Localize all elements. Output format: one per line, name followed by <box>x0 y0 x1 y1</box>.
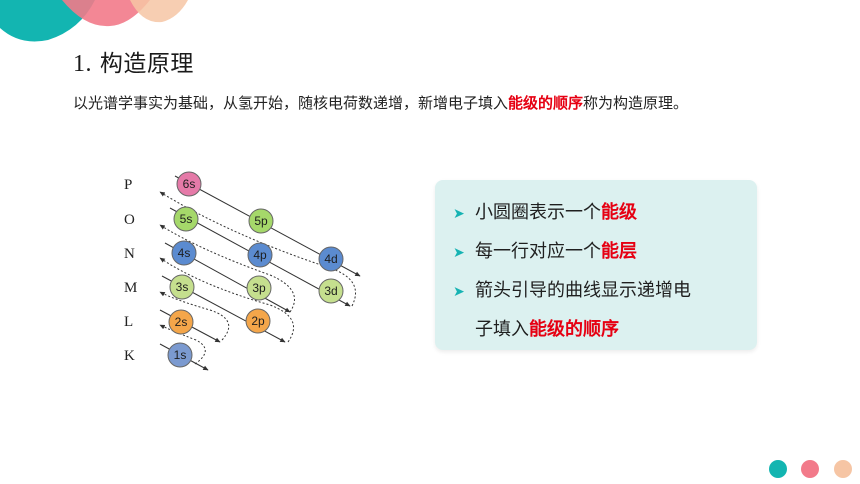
list-item: ➤ 每一行对应一个能层 <box>453 233 691 272</box>
note-highlight: 能级 <box>601 202 637 223</box>
svg-text:5p: 5p <box>254 214 268 228</box>
svg-text:1s: 1s <box>174 348 187 362</box>
svg-text:2s: 2s <box>175 315 188 329</box>
svg-text:3s: 3s <box>176 280 189 294</box>
orbital-6s: 6s <box>176 171 202 197</box>
explanation-list: ➤ 小圆圈表示一个能级 ➤ 每一行对应一个能层 ➤ 箭头引导的曲线显示递增电 子填入能… <box>453 194 691 349</box>
intro-highlight: 能级的顺序 <box>508 94 584 112</box>
corner-decoration <box>0 0 188 42</box>
list-item-continuation: 子填入能级的顺序 <box>453 311 691 349</box>
intro-text: 以光谱学事实为基础，从氢开始，随核电荷数递增，新增电子填入 <box>73 94 509 112</box>
shell-label-o: O <box>124 212 135 228</box>
orbital-5s: 5s <box>173 206 199 232</box>
orbital-1s: 1s <box>167 342 193 368</box>
section-title-text: 构造原理 <box>99 51 194 77</box>
note-text: 每一行对应一个 <box>475 241 601 262</box>
svg-text:4p: 4p <box>253 248 267 262</box>
orbital-2s: 2s <box>168 309 194 335</box>
section-number: 1. <box>73 51 92 77</box>
return-curve <box>159 291 230 341</box>
teal-dot <box>769 460 787 478</box>
svg-text:4s: 4s <box>178 246 191 260</box>
return-curve <box>159 324 206 365</box>
explanation-card: ➤ 小圆圈表示一个能级 ➤ 每一行对应一个能层 ➤ 箭头引导的曲线显示递增电 子填入能… <box>435 180 757 350</box>
shell-label-p: P <box>124 177 132 193</box>
svg-text:2p: 2p <box>251 314 265 328</box>
shell-label-k: K <box>124 348 135 364</box>
intro-paragraph: 以光谱学事实为基础，从氢开始，随核电荷数递增，新增电子填入能级的顺序称为构造原理… <box>73 92 688 113</box>
triangle-right-icon: ➤ <box>453 206 465 222</box>
list-item: ➤ 小圆圈表示一个能级 <box>453 194 691 233</box>
triangle-right-icon: ➤ <box>453 284 465 300</box>
svg-text:6s: 6s <box>183 177 196 191</box>
orbital-3p: 3p <box>246 275 272 301</box>
list-item: ➤ 箭头引导的曲线显示递增电 <box>453 272 691 311</box>
return-curve <box>159 257 294 343</box>
return-curve <box>159 224 295 313</box>
pink-dot <box>801 460 819 478</box>
svg-text:4d: 4d <box>324 252 337 266</box>
note-text: 小圆圈表示一个 <box>475 202 601 223</box>
note-highlight: 能层 <box>601 241 637 262</box>
triangle-right-icon: ➤ <box>453 245 465 261</box>
section-title: 1. 构造原理 <box>73 44 194 78</box>
note-highlight: 能级的顺序 <box>529 319 619 340</box>
svg-text:5s: 5s <box>180 212 193 226</box>
orbital-3d: 3d <box>318 278 344 304</box>
orbital-4p: 4p <box>247 242 273 268</box>
svg-text:3p: 3p <box>252 281 266 295</box>
shell-label-n: N <box>124 246 135 262</box>
orbital-4d: 4d <box>318 246 344 272</box>
orbital-3s: 3s <box>169 274 195 300</box>
svg-text:3d: 3d <box>324 284 337 298</box>
note-text: 箭头引导的曲线显示递增电 <box>475 280 691 301</box>
intro-text-end: 称为构造原理。 <box>583 94 689 112</box>
orbital-4s: 4s <box>171 240 197 266</box>
peach-dot <box>834 460 852 478</box>
peach-wave-shape <box>130 0 188 23</box>
orbital-2p: 2p <box>245 308 271 334</box>
pink-wave-shape <box>62 0 150 27</box>
teal-wave-shape <box>0 0 95 42</box>
shell-label-l: L <box>124 314 133 330</box>
orbital-5p: 5p <box>248 208 274 234</box>
note-text: 子填入 <box>475 319 529 340</box>
shell-label-m: M <box>124 280 137 296</box>
